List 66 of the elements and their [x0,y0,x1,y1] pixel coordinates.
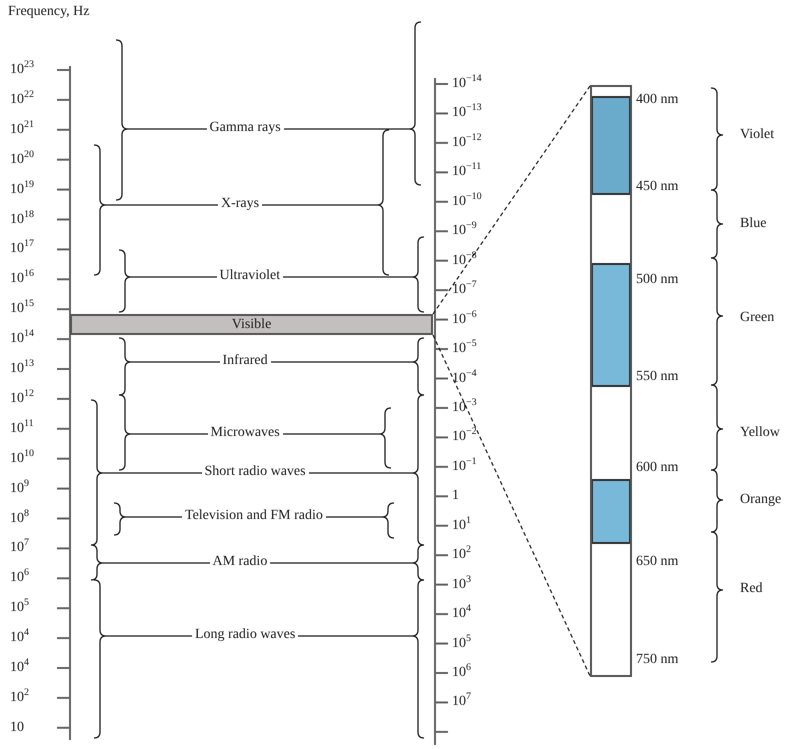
tick-label: 10 [10,720,24,736]
visible-band: Visible [70,314,433,335]
color-label: Blue [740,216,766,232]
dashed-connector [432,86,590,314]
wavelength-label: 400 nm [636,92,678,108]
tick-label: 10$^{9}$ [10,480,29,497]
tick-label: 10$^{−1}$ [452,458,477,475]
wavelength-label: 750 nm [636,652,678,668]
axis-title: Frequency, Hz [8,4,90,20]
tick-label: 10$^{−11}$ [452,164,482,180]
tick-label: 10$^{−8}$ [452,252,477,269]
tick-label: 10$^{8}$ [10,510,29,526]
tick-label: 10$^{22}$ [10,92,34,108]
tick-label: 10$^{20}$ [10,152,34,168]
tick-label: 10$^{7}$ [452,694,471,710]
color-bar [590,85,632,677]
tick-label: 10$^{−9}$ [452,223,477,240]
wavelength-label: 550 nm [636,369,678,385]
wavelength-label: 650 nm [636,554,678,570]
tick-label: 10$^{21}$ [10,122,34,138]
tick-label: 1 [452,488,459,504]
tick-label: 10$^{10}$ [10,450,34,467]
tick-label: 10$^{4}$ [452,606,471,622]
tick-label: 10$^{11}$ [10,420,34,437]
tick-label: 10$^{−12}$ [452,134,482,151]
tick-label: 10$^{4}$ [10,660,29,676]
tick-label: 10$^{−2}$ [452,429,477,446]
tick-label: 10$^{2}$ [452,547,471,564]
band-label: X-rays [218,196,262,212]
wavelength-label: 600 nm [636,460,678,476]
tick-label: 10$^{−7}$ [452,282,477,298]
tick-label: 10$^{19}$ [10,182,34,198]
tick-label: 10$^{5}$ [10,600,29,616]
tick-label: 10$^{4}$ [10,630,29,646]
tick-label: 10$^{−6}$ [452,312,477,328]
tick-label: 10$^{−10}$ [452,194,482,210]
tick-label: 10$^{−5}$ [452,341,477,358]
dashed-connector [432,334,591,676]
color-label: Red [740,581,763,597]
tick-label: 10$^{18}$ [10,212,34,228]
tick-label: 10$^{16}$ [10,271,34,288]
tick-label: 10$^{13}$ [10,361,34,377]
tick-label: 10$^{17}$ [10,241,34,258]
color-label: Violet [740,127,774,143]
tick-label: 10$^{3}$ [452,576,471,593]
tick-label: 10$^{5}$ [452,636,471,652]
band-label: Long radio waves [192,627,298,643]
tick-label: 10$^{2}$ [10,690,29,706]
wavelength-label: 450 nm [636,179,678,195]
tick-label: 10$^{6}$ [452,665,471,681]
tick-label: 10$^{−13}$ [452,105,482,122]
tick-label: 10$^{7}$ [10,540,29,556]
tick-label: 10$^{12}$ [10,390,34,407]
color-label: Orange [740,492,782,508]
tick-label: 10$^{−4}$ [452,370,477,386]
wavelength-label: 500 nm [636,272,678,288]
tick-label: 10$^{6}$ [10,570,29,586]
tick-label: 10$^{14}$ [10,331,34,348]
color-label: Green [740,310,774,326]
tick-label: 10$^{15}$ [10,301,34,318]
color-label: Yellow [740,425,780,441]
tick-label: 10$^{1}$ [452,518,471,534]
band-label: Gamma rays [206,120,284,136]
tick-label: 10$^{23}$ [10,62,34,78]
tick-label: 10$^{−3}$ [452,400,477,416]
tick-label: 10$^{−14}$ [452,76,482,92]
